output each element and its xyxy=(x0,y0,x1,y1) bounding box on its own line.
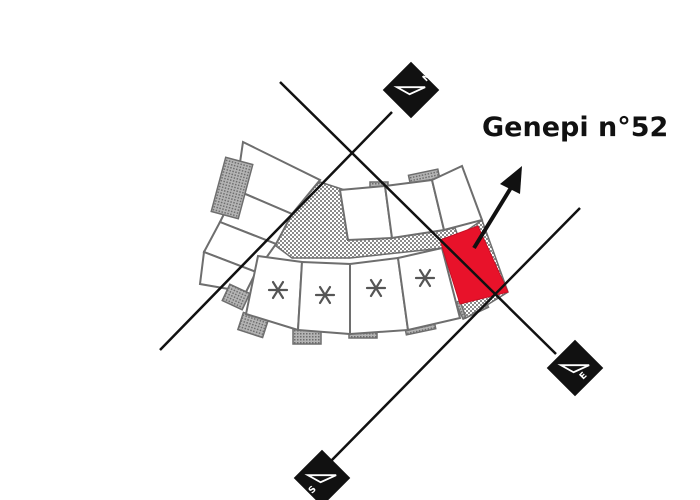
compass-letter-south: S xyxy=(307,484,319,496)
compass-marker-south xyxy=(293,449,351,500)
unit-label: Genepi n°52 xyxy=(482,112,669,143)
axis-east-west xyxy=(279,81,557,355)
axis-north-south-right xyxy=(329,207,581,463)
highlighted-apartment xyxy=(439,225,509,305)
compass-marker-north xyxy=(382,61,440,119)
axis-north-south-left xyxy=(159,111,393,351)
right-upper-wing xyxy=(338,164,484,242)
unit-markers xyxy=(267,268,436,305)
pointer-arrow xyxy=(472,166,522,250)
compass-axes xyxy=(159,81,581,463)
compass-marker-east xyxy=(546,339,604,397)
compass-letter-east: E xyxy=(578,371,589,382)
